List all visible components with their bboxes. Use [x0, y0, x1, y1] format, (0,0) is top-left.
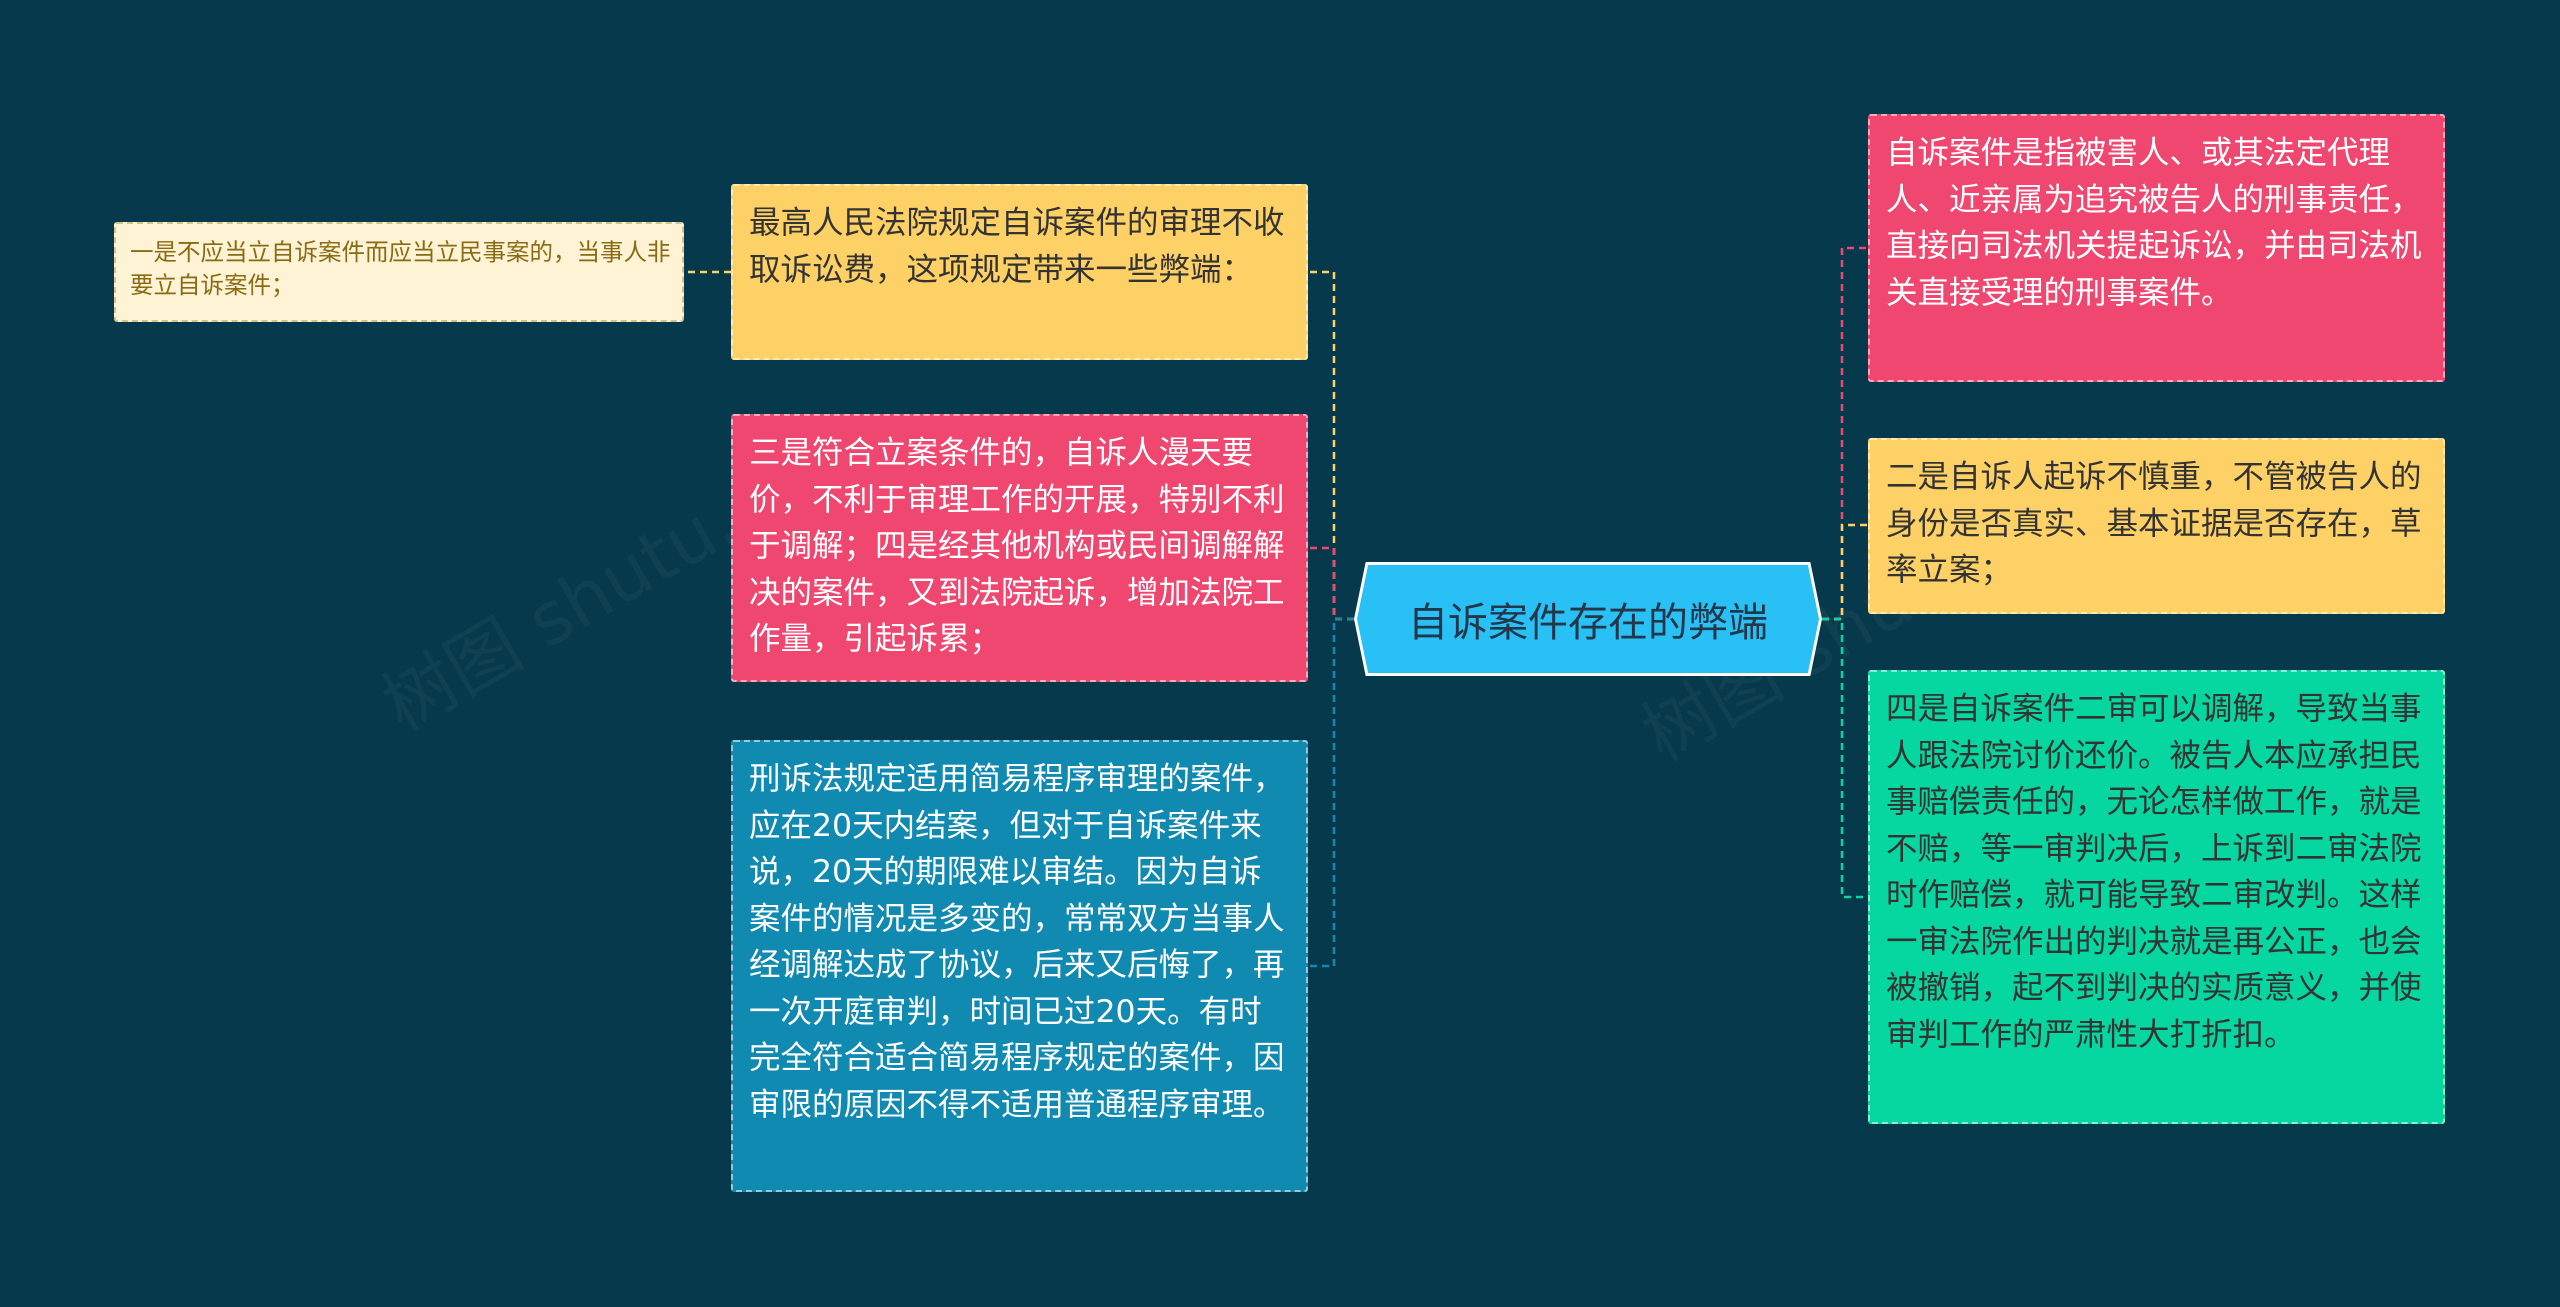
branch-node-l1[interactable]: 最高人民法院规定自诉案件的审理不收取诉讼费，这项规定带来一些弊端：: [731, 184, 1308, 360]
branch-node-r2[interactable]: 二是自诉人起诉不慎重，不管被告人的身份是否真实、基本证据是否存在，草率立案；: [1868, 438, 2445, 614]
connector-center-to-r2: [1822, 523, 1868, 621]
branch-node-l3[interactable]: 刑诉法规定适用简易程序审理的案件，应在20天内结案，但对于自诉案件来说，20天的…: [731, 740, 1308, 1192]
central-topic-label: 自诉案件存在的弊端: [1408, 600, 1768, 646]
branch-node-r1[interactable]: 自诉案件是指被害人、或其法定代理人、近亲属为追究被告人的刑事责任，直接向司法机关…: [1868, 114, 2445, 382]
connector-center-to-l2: [1308, 546, 1354, 621]
branch-node-r3[interactable]: 四是自诉案件二审可以调解，导致当事人跟法院讨价还价。被告人本应承担民事赔偿责任的…: [1868, 670, 2445, 1124]
central-topic-node[interactable]: 自诉案件存在的弊端: [1354, 562, 1822, 676]
connector-center-to-l1: [1308, 270, 1354, 621]
branch-node-l1a[interactable]: 一是不应当立自诉案件而应当立民事案的，当事人非要立自诉案件；: [114, 222, 684, 322]
connector-center-to-l3: [1308, 617, 1354, 968]
connector-center-to-r3: [1822, 617, 1868, 899]
branch-node-l2[interactable]: 三是符合立案条件的，自诉人漫天要价，不利于审理工作的开展，特别不利于调解；四是经…: [731, 414, 1308, 682]
connector-center-to-r1: [1822, 246, 1868, 621]
